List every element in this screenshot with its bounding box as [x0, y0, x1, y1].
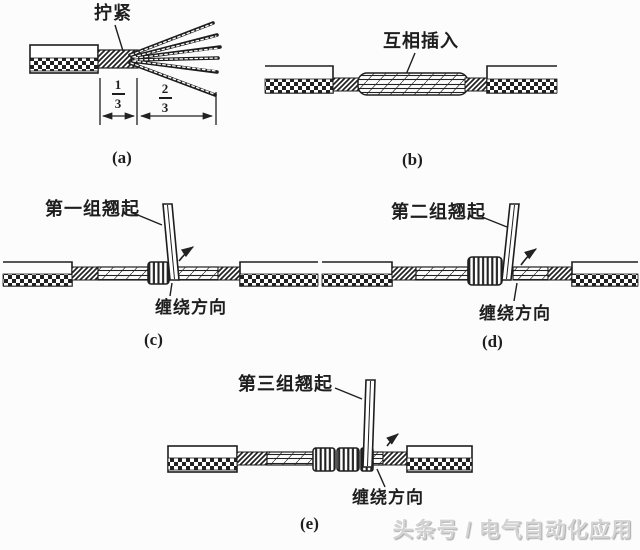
- fraction-denominator: 3: [114, 96, 122, 111]
- bare-wire-right: [382, 451, 408, 466]
- leader-line-lift: [334, 387, 363, 400]
- cable-left: [167, 445, 238, 473]
- leader-line-direction: [169, 282, 173, 297]
- bare-wire-left: [236, 451, 268, 466]
- panel-a-twist-label: 拧紧: [94, 3, 132, 23]
- cable-right: [406, 445, 473, 473]
- panel-a-drawing: [29, 21, 222, 125]
- dimension-lines: [99, 78, 217, 125]
- watermark-text: 头条号 / 电气自动化应用: [392, 519, 633, 542]
- fraction-bar: [111, 93, 125, 95]
- lifted-strand-group: [162, 203, 180, 281]
- panel-b-tag: (b): [402, 150, 423, 169]
- joint-wire-left: [415, 266, 469, 281]
- joint-wire-left: [97, 266, 151, 281]
- joint-wire-right: [372, 451, 384, 466]
- panel-c-drawing: [2, 203, 319, 297]
- joint-wire-right: [512, 266, 549, 281]
- panel-c-tag: (c): [144, 330, 163, 349]
- fraction-denominator: 3: [161, 100, 169, 115]
- panel-e-lift-label: 第三组翘起: [238, 374, 333, 394]
- panel-c-lift-label: 第一组翘起: [45, 199, 140, 219]
- panel-d-direction-label: 缠绕方向: [479, 304, 551, 323]
- leader-line-direction: [376, 468, 386, 488]
- fraction-numerator: 2: [161, 81, 169, 96]
- panel-d-tag: (d): [482, 332, 503, 351]
- bare-wire-right: [464, 77, 488, 92]
- winding-direction-arrow: [520, 248, 538, 266]
- leader-line-direction: [513, 282, 518, 302]
- cable-right: [571, 261, 639, 287]
- winding-direction-arrow: [178, 246, 195, 262]
- leader-line-twist: [114, 24, 124, 52]
- wrapped-coil: [147, 261, 170, 285]
- wrapped-coil: [467, 256, 503, 286]
- wrapped-coil-1: [312, 447, 336, 472]
- cable-right: [486, 65, 558, 94]
- bare-wire-left: [391, 266, 417, 281]
- leader-line-lift: [481, 216, 508, 228]
- panel-d-drawing: [321, 203, 639, 302]
- fanned-strands: [128, 21, 222, 97]
- panel-b-drawing: [264, 52, 558, 96]
- fraction-one-third: 1 3: [108, 78, 128, 110]
- leader-line-lift: [132, 212, 163, 226]
- panel-b-insert-label: 互相插入: [383, 31, 459, 51]
- joint-wire-left: [266, 451, 314, 466]
- panel-e-drawing: [167, 379, 473, 488]
- lifted-strand-group: [501, 203, 520, 281]
- panel-c-direction-label: 缠绕方向: [155, 298, 227, 317]
- bare-wire-right: [547, 266, 573, 281]
- joint-wire-right: [177, 266, 219, 281]
- cable-left: [264, 65, 334, 94]
- lifted-strand-group: [362, 379, 376, 468]
- panel-d-lift-label: 第二组翘起: [391, 202, 486, 222]
- panel-e-tag: (e): [300, 514, 319, 533]
- fraction-two-thirds: 2 3: [155, 82, 175, 114]
- bare-wire-left: [71, 266, 99, 281]
- fraction-bar: [158, 97, 172, 99]
- cable-left: [2, 261, 73, 287]
- panel-e-direction-label: 缠绕方向: [352, 488, 424, 507]
- cable-right: [239, 261, 319, 287]
- winding-direction-arrow: [386, 433, 399, 447]
- bare-wire-right: [217, 266, 241, 281]
- wrapped-coil-2: [336, 447, 360, 472]
- cable-left: [321, 261, 393, 287]
- cable-end: [29, 44, 99, 74]
- bare-wire-left: [332, 77, 362, 92]
- panel-a-tag: (a): [112, 148, 132, 167]
- interleaved-strands-joint: [357, 72, 469, 96]
- fraction-numerator: 1: [114, 77, 122, 92]
